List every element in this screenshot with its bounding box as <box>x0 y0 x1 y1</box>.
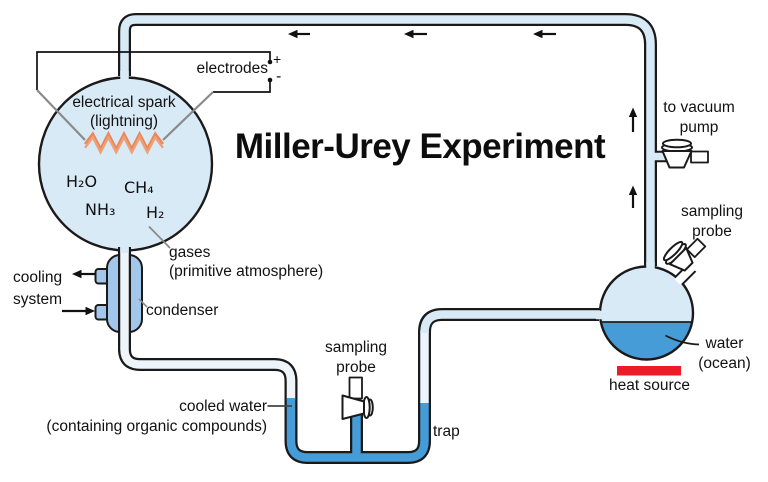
sampling-probe-trap-label: sampling probe <box>305 338 407 378</box>
cooling-system-line1: cooling <box>13 269 63 286</box>
flow-arrow-up-2 <box>628 185 638 208</box>
to-vacuum-pump-line1: to vacuum <box>663 99 735 116</box>
cooling-in-arrow <box>62 306 95 316</box>
electrode-terminal-plus <box>267 59 273 65</box>
trap-label: trap <box>433 423 460 440</box>
heat-source-bar <box>617 366 681 376</box>
sampling-probe-flask-label: sampling probe <box>662 202 762 242</box>
flow-arrow-up-1 <box>628 107 638 132</box>
gas-inlet-fill <box>420 310 600 334</box>
gas-nh3-label: NH₃ <box>85 200 116 219</box>
gas-loop-fill <box>120 15 655 266</box>
electrode-wires <box>36 51 271 93</box>
electrodes-label: electrodes <box>196 60 268 77</box>
electrode-plus-label: + <box>273 51 282 67</box>
trap-liquid-fill <box>286 398 429 462</box>
electrical-spark-label: electrical spark (lightning) <box>45 93 203 131</box>
electrical-spark-line1: electrical spark <box>72 94 176 111</box>
sampling-probe-flask-line2: probe <box>692 223 732 240</box>
gas-h2o-label: H₂O <box>66 172 98 191</box>
cooled-water-line2: (containing organic compounds) <box>46 417 267 435</box>
gas-h2-label: H₂ <box>146 203 165 222</box>
flask-probe-neck-fill <box>674 264 696 285</box>
tube-outlines <box>118 13 697 464</box>
ocean-flask <box>598 265 695 361</box>
leader-water-ocean <box>665 334 700 346</box>
gases-label: gases (primitive atmosphere) <box>169 244 323 281</box>
sampling-probe-flask-icon <box>662 237 707 272</box>
cooled-water-line1: cooled water <box>179 398 267 415</box>
water-ocean-line2: (ocean) <box>698 355 751 372</box>
water-fill <box>600 322 693 360</box>
condensate-fill-left <box>120 246 296 400</box>
leader-condenser <box>138 298 148 308</box>
sampling-probe-trap-line1: sampling <box>324 339 388 356</box>
flow-arrows <box>62 29 638 316</box>
flow-arrow-left-3 <box>533 29 556 39</box>
leader-gases <box>148 225 171 249</box>
heat-source-label: heat source <box>609 377 690 394</box>
sampling-probe-flask-line1: sampling <box>680 203 744 220</box>
flow-arrow-left-1 <box>288 29 310 39</box>
electrode-terminal-minus <box>267 77 273 83</box>
cooling-system-label: cooling system <box>13 267 62 311</box>
sampling-probe-trap-icon <box>341 376 374 420</box>
leader-lines <box>138 225 700 407</box>
electrode-minus-label: - <box>276 68 282 85</box>
condenser-label: condenser <box>146 302 219 319</box>
tube-fills <box>120 15 696 462</box>
electrical-spark-line2: (lightning) <box>89 113 159 130</box>
vacuum-valve-icon <box>661 138 709 169</box>
to-vacuum-pump-label: to vacuum pump <box>651 98 747 138</box>
spark-icon <box>84 130 164 155</box>
page-title: Miller-Urey Experiment <box>234 127 606 166</box>
cooling-out-arrow <box>72 269 95 279</box>
cooled-water-label: cooled water (containing organic compoun… <box>28 397 267 436</box>
cooling-system-line2: system <box>13 291 63 308</box>
gases-line1: gases <box>169 244 211 261</box>
gas-ch4-label: CH₄ <box>124 178 154 197</box>
sampling-probe-trap-line2: probe <box>336 359 376 376</box>
neck-covers <box>120 71 655 320</box>
gases-line2: (primitive atmosphere) <box>169 262 324 280</box>
water-ocean-label: water (ocean) <box>673 334 768 374</box>
flow-arrow-left-2 <box>404 29 427 39</box>
water-ocean-line1: water <box>705 335 744 352</box>
to-vacuum-pump-line2: pump <box>679 119 719 136</box>
electrode-rods <box>36 89 214 141</box>
